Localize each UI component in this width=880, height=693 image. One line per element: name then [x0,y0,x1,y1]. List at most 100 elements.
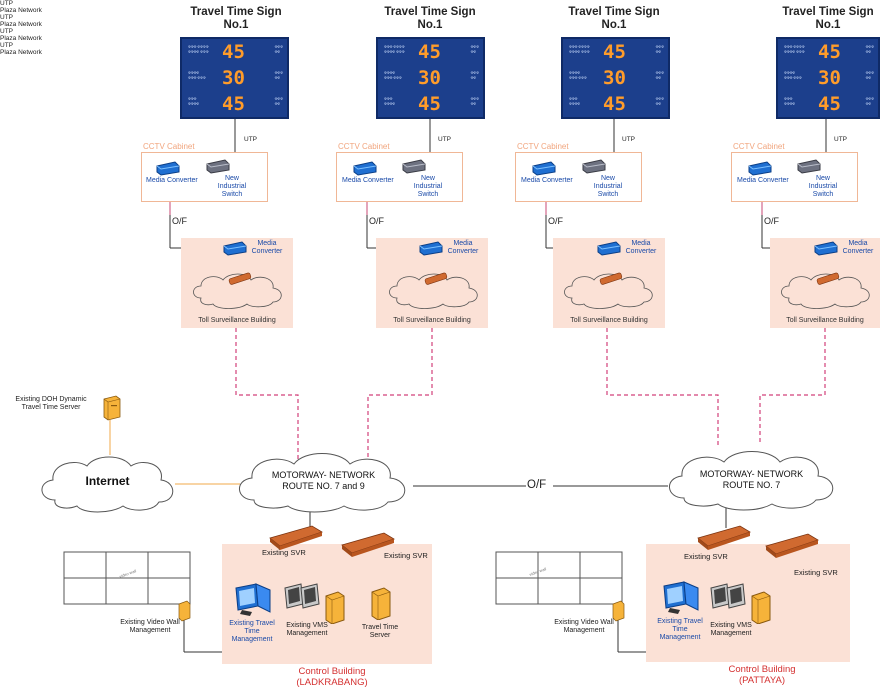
sign-title: Travel Time Sign [782,6,874,18]
switch-icon [582,159,606,174]
video-wall-server-icon [178,600,191,622]
sign-number: No.1 [223,19,249,31]
media-converter-label: Media Converter [447,240,479,255]
media-converter-icon [353,161,377,176]
toll-building-2: Media Converter UTP Plaza Network Toll S… [0,14,880,328]
utp-label: UTP [0,28,13,35]
svr-label: Existing SVR [684,552,728,561]
server-icon [103,395,121,421]
cabinet-label: CCTV Cabinet [338,142,390,151]
motorway-network-cloud-icon [669,451,834,511]
svr-label: Existing SVR [384,551,428,560]
sign-value: 30 [418,67,441,89]
sign-title: Travel Time Sign [190,6,282,18]
control-title: Control Building [728,664,796,675]
travel-time-server-icon [371,587,391,620]
media-converter-icon [156,161,180,176]
utp-label: UTP [438,136,451,143]
media-converter-icon [748,161,772,176]
vms-mgmt-label: Existing VMS Management [286,622,328,637]
utp-label: UTP [0,0,13,7]
control-title: Control Building [298,666,366,677]
internet-cloud-icon [41,456,174,513]
monitor-icon [235,583,271,616]
media-converter-label: Media Converter [251,240,283,255]
travel-time-mgmt-label: Existing Travel Time Management [229,620,275,643]
media-converter-label: Media Converter [521,177,573,184]
switch-icon [206,159,230,174]
media-converter-label: Media Converter [842,240,874,255]
internet-label: Internet [85,474,130,488]
media-converter-icon [597,241,621,256]
plaza-network-label: Plaza Network [0,35,42,42]
media-converter-label: Media Converter [342,177,394,184]
vms-workstation-icon [710,583,746,609]
motorway-right-line1: MOTORWAY- NETWORK [699,469,804,479]
monitor-icon [663,581,699,614]
plaza-network-label: Plaza Network [0,21,42,28]
sign-value: 45 [418,41,441,63]
control-location: (PATTAYA) [738,675,786,686]
utp-label: UTP [0,14,13,21]
switch-icon [402,159,426,174]
svg-text:video wall: video wall [119,568,137,579]
switch-label: New Industrial Switch [808,175,838,198]
motorway-left-line1: MOTORWAY- NETWORK [271,470,376,480]
of-link-label: O/F [527,479,547,491]
sign-number: No.1 [417,19,443,31]
sign-value: 45 [818,93,841,115]
sign-value: 45 [603,41,626,63]
plaza-network-cloud-icon [564,272,653,309]
svr-icon [697,525,751,550]
media-converter-label: Media Converter [146,177,198,184]
travel-time-server-label: Travel Time Server [361,624,399,639]
media-converter-icon [223,241,247,256]
svr-icon [269,525,323,550]
media-converter-icon [532,161,556,176]
cabinet-label: CCTV Cabinet [733,142,785,151]
plaza-network-label: Plaza Network [0,49,42,56]
cabinet-label: CCTV Cabinet [517,142,569,151]
switch-icon [797,159,821,174]
utp-label: UTP [0,42,13,49]
building-label: Toll Surveillance Building [198,317,276,324]
sign-title: Travel Time Sign [568,6,660,18]
sign-number: No.1 [601,19,627,31]
building-label: Toll Surveillance Building [786,317,864,324]
video-wall-icon: video wall [495,551,623,605]
plaza-network-label: Plaza Network [0,7,42,14]
motorway-right-line2: ROUTE NO. 7 [722,480,781,490]
sign-value: 30 [818,67,841,89]
svr-icon [341,532,395,557]
building-label: Toll Surveillance Building [570,317,648,324]
sign-title: Travel Time Sign [384,6,476,18]
plaza-network-cloud-icon [781,272,870,309]
vms-workstation-icon [284,583,320,609]
utp-label: UTP [622,136,635,143]
motorway-left-line2: ROUTE NO. 7 and 9 [282,481,365,491]
toll-building-1: Media Converter UTP Plaza Network Toll S… [0,0,880,328]
media-converter-label: Media Converter [625,240,657,255]
utp-label: UTP [244,136,257,143]
of-label: O/F [172,216,187,226]
building-label: Toll Surveillance Building [393,317,471,324]
video-wall-label: Existing Video Wall Management [120,619,180,634]
sign-number: No.1 [815,19,841,31]
cabinet-label: CCTV Cabinet [143,142,195,151]
toll-building-4: Media Converter UTP Plaza Network Toll S… [0,42,880,328]
vms-mgmt-label: Existing VMS Management [710,622,752,637]
toll-building-3: Media Converter UTP Plaza Network Toll S… [0,28,880,328]
sign-value: 45 [222,93,245,115]
of-label: O/F [548,216,563,226]
svr-icon [765,533,819,558]
switch-label: New Industrial Switch [593,175,623,198]
svg-text:video wall: video wall [529,566,547,577]
media-converter-label: Media Converter [737,177,789,184]
sign-value: 45 [818,41,841,63]
switch-label: New Industrial Switch [217,175,247,198]
sign-value: 45 [418,93,441,115]
